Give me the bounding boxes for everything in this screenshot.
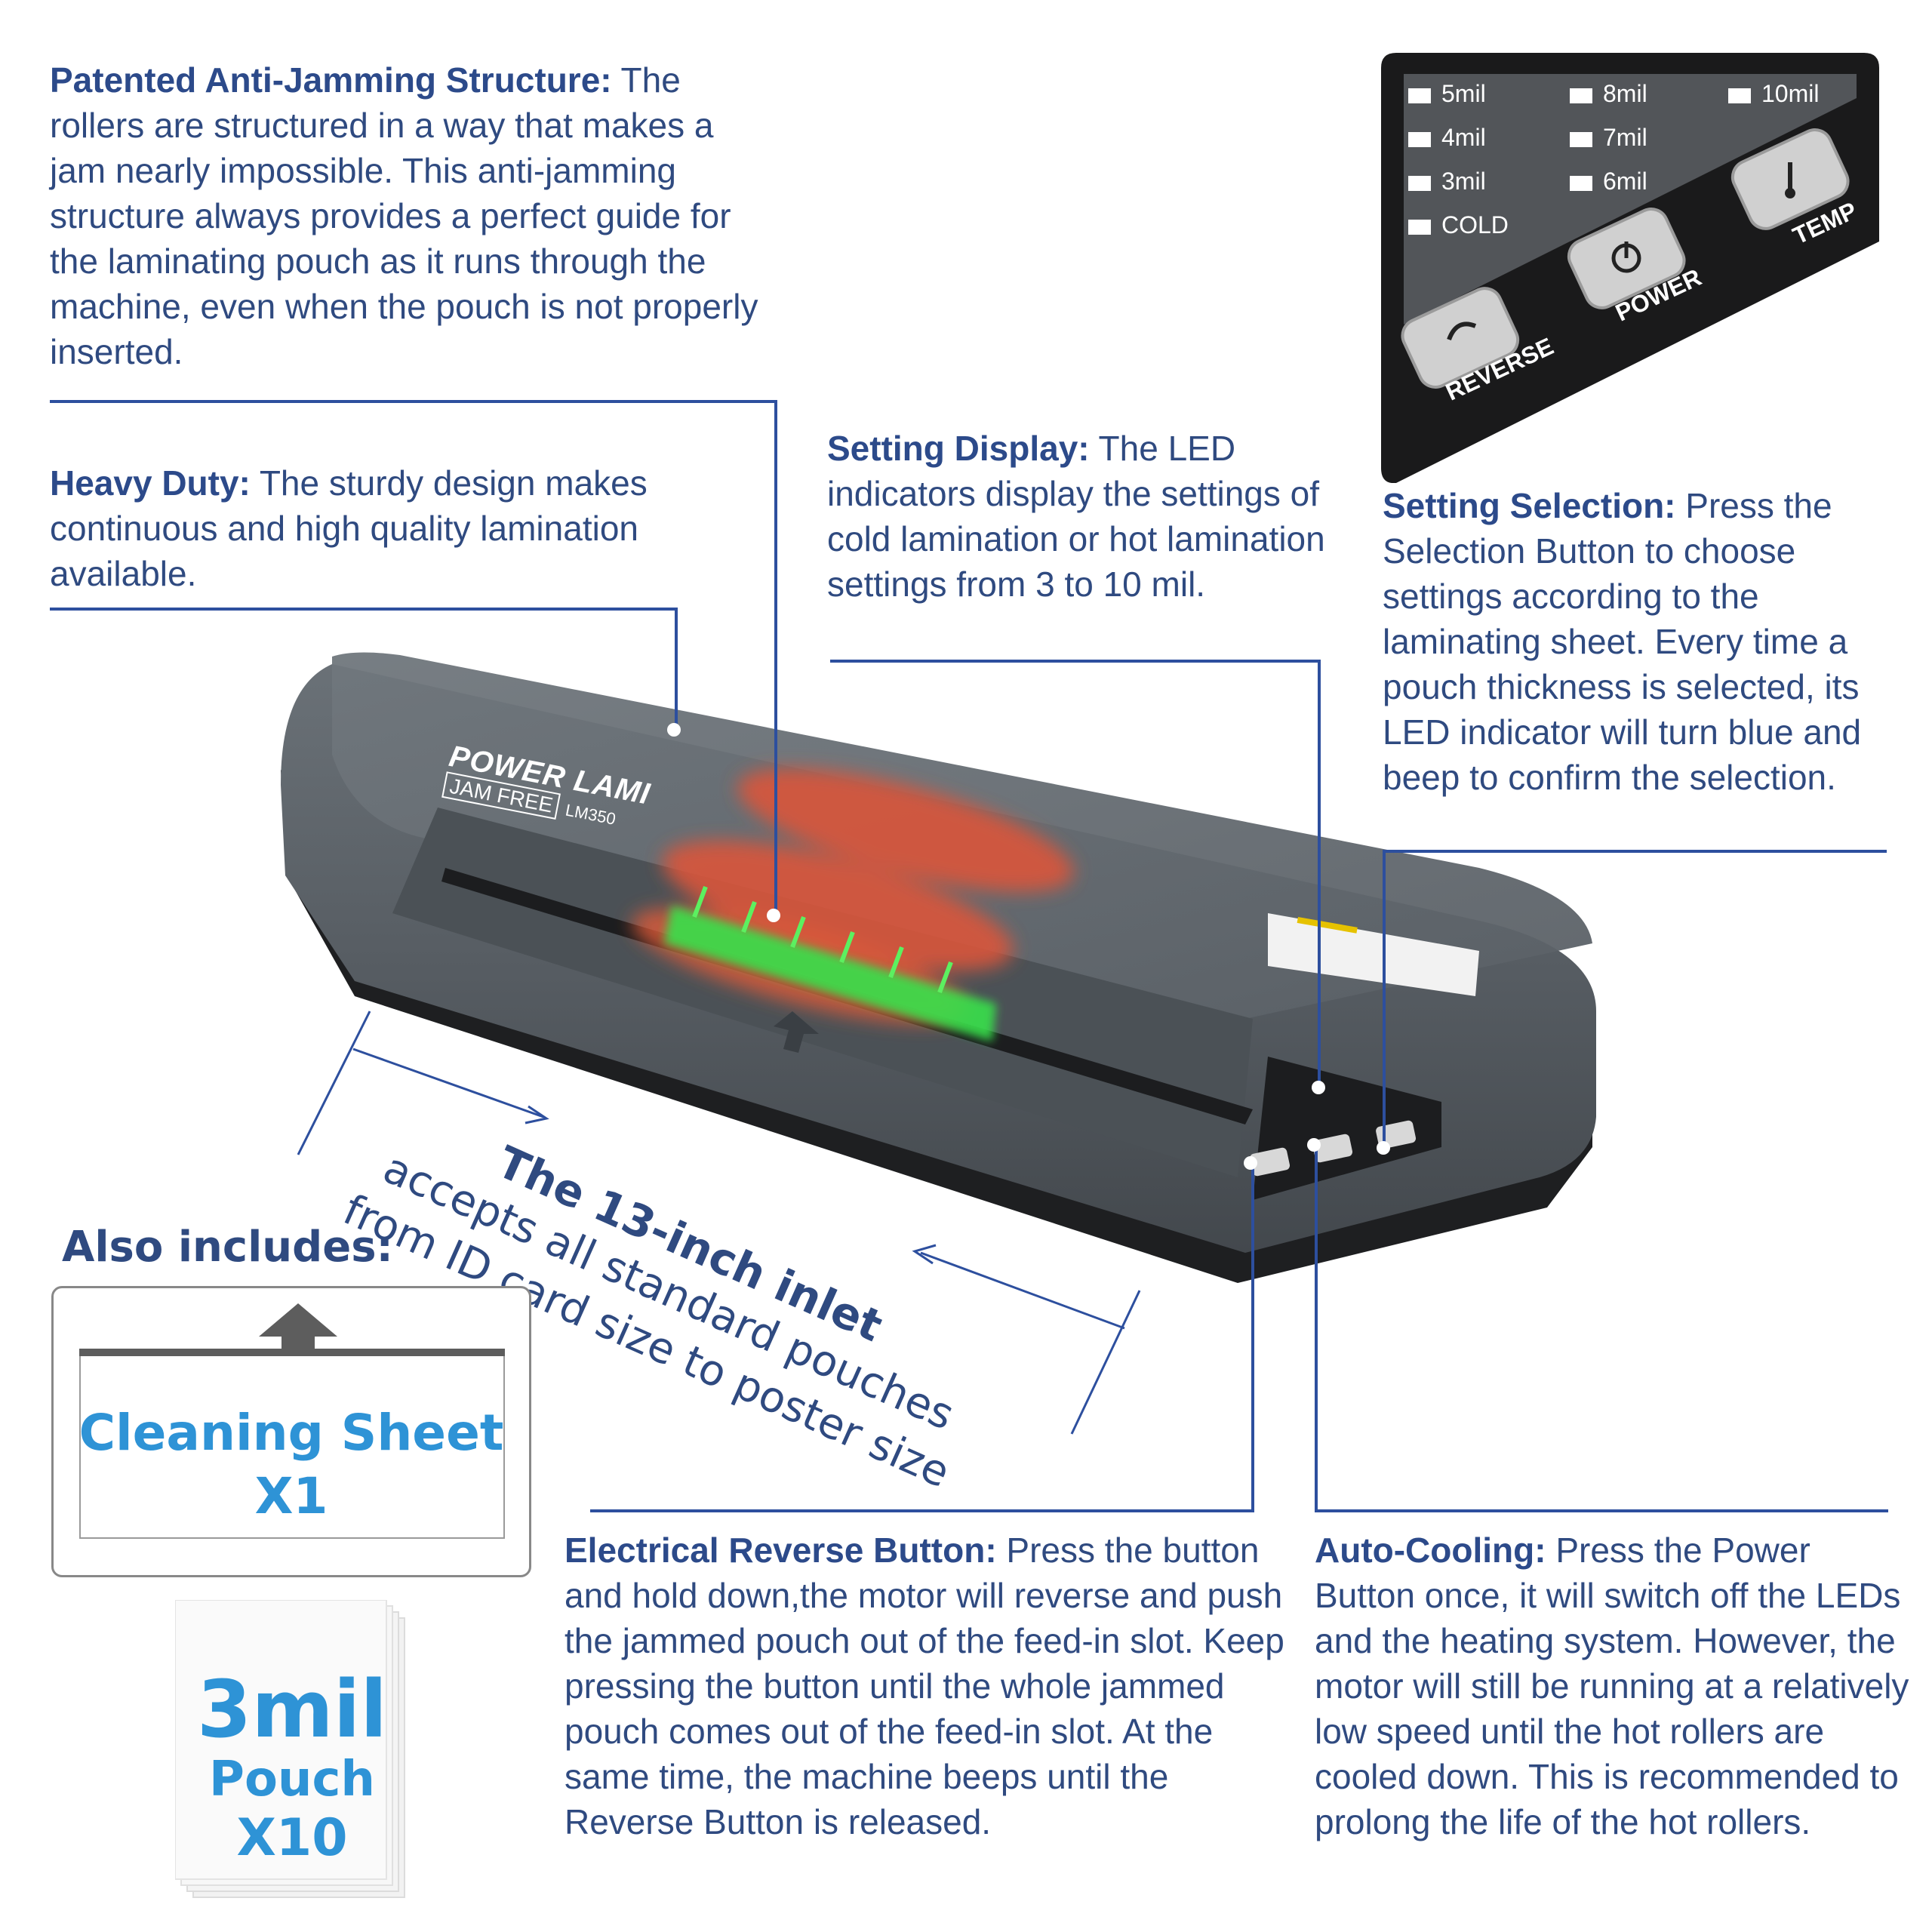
callout-reverse-button: Electrical Reverse Button: Press the but… xyxy=(565,1527,1289,1844)
led-10mil: 10mil xyxy=(1728,80,1819,108)
callout-heavy-duty-title: Heavy Duty: xyxy=(50,463,251,503)
leader-setting-selection-v xyxy=(1383,850,1386,1147)
leader-auto-cooling-dot xyxy=(1307,1138,1321,1152)
control-panel-closeup xyxy=(1381,53,1879,483)
leader-reverse-h xyxy=(590,1509,1254,1512)
model-number: LM350 xyxy=(564,800,617,829)
temp-button-graphic xyxy=(1730,128,1850,230)
callout-setting-display: Setting Display: The LED indicators disp… xyxy=(827,426,1340,607)
callout-anti-jamming-body: The rollers are structured in a way that… xyxy=(50,60,758,371)
feed-arrow-icon xyxy=(774,1011,819,1053)
sheet-outline xyxy=(79,1356,505,1539)
leader-setting-display-dot xyxy=(1312,1081,1325,1094)
callout-auto-cooling-body: Press the Power Button once, it will swi… xyxy=(1315,1531,1909,1841)
leader-auto-cooling-h xyxy=(1315,1509,1888,1512)
callout-anti-jamming-title: Patented Anti-Jamming Structure: xyxy=(50,60,612,100)
callout-setting-selection: Setting Selection: Press the Selection B… xyxy=(1383,483,1896,800)
leader-setting-display-h xyxy=(830,660,1321,663)
pouch-pack: 3mil Pouch X10 xyxy=(174,1599,409,1902)
leader-heavy-duty-dot xyxy=(667,723,681,737)
body-control-panel xyxy=(1253,1057,1441,1200)
anti-jam-guide xyxy=(664,906,996,1041)
led-3mil: 3mil xyxy=(1408,168,1486,195)
led-8mil: 8mil xyxy=(1570,80,1647,108)
leader-reverse-v xyxy=(1251,1162,1254,1512)
cleaning-sheet-card: Cleaning Sheet X1 xyxy=(51,1286,531,1577)
cleaning-sheet-line-1: Cleaning Sheet xyxy=(78,1404,504,1462)
leader-anti-jam-v xyxy=(774,400,777,918)
up-arrow-stem xyxy=(281,1335,315,1352)
leader-anti-jam-h xyxy=(50,400,777,403)
leader-setting-selection-dot xyxy=(1377,1141,1390,1155)
warning-sticker xyxy=(1268,913,1479,996)
leader-anti-jam-dot xyxy=(767,909,780,922)
feed-slot xyxy=(392,808,1253,1177)
callout-anti-jamming: Patented Anti-Jamming Structure: The rol… xyxy=(50,57,767,374)
pouch-text: 3mil Pouch X10 xyxy=(175,1668,409,1869)
slot-opening xyxy=(441,868,1253,1124)
heated-rollers xyxy=(632,768,1074,1024)
leader-setting-selection-h xyxy=(1383,850,1887,853)
guide-teeth xyxy=(692,885,953,994)
pouch-thickness: 3mil xyxy=(196,1663,388,1755)
callout-heavy-duty-body: The sturdy design makes continuous and h… xyxy=(50,463,648,593)
callout-setting-display-title: Setting Display: xyxy=(827,429,1090,468)
led-6mil: 6mil xyxy=(1570,168,1647,195)
pouch-quantity: X10 xyxy=(236,1808,348,1868)
cleaning-sheet-line-2: X1 xyxy=(254,1467,328,1525)
leader-heavy-duty-v xyxy=(675,608,678,728)
led-cold: COLD xyxy=(1408,211,1509,239)
reverse-button-graphic xyxy=(1401,287,1520,389)
power-button-graphic xyxy=(1567,208,1686,309)
callout-heavy-duty: Heavy Duty: The sturdy design makes cont… xyxy=(50,460,714,596)
callout-auto-cooling-title: Auto-Cooling: xyxy=(1315,1531,1546,1570)
callout-setting-selection-title: Setting Selection: xyxy=(1383,486,1676,525)
callout-setting-display-body: The LED indicators display the settings … xyxy=(827,429,1325,604)
callout-auto-cooling: Auto-Cooling: Press the Power Button onc… xyxy=(1315,1527,1918,1844)
callout-reverse-button-body: Press the button and hold down,the motor… xyxy=(565,1531,1284,1841)
up-arrow-icon xyxy=(259,1303,337,1337)
leader-setting-display-v xyxy=(1318,660,1321,1087)
cleaning-sheet-text: Cleaning Sheet X1 xyxy=(54,1401,529,1528)
led-7mil: 7mil xyxy=(1570,124,1647,152)
leader-heavy-duty-h xyxy=(50,608,678,611)
callout-reverse-button-title: Electrical Reverse Button: xyxy=(565,1531,997,1570)
leader-reverse-dot xyxy=(1244,1156,1257,1170)
includes-heading: Also includes: xyxy=(62,1223,393,1272)
pouch-stack-graphic xyxy=(174,1599,405,1898)
leader-auto-cooling-v xyxy=(1315,1144,1318,1512)
pouch-label: Pouch xyxy=(209,1752,375,1807)
led-5mil: 5mil xyxy=(1408,80,1486,108)
callout-setting-selection-body: Press the Selection Button to choose set… xyxy=(1383,486,1862,797)
led-4mil: 4mil xyxy=(1408,124,1486,152)
